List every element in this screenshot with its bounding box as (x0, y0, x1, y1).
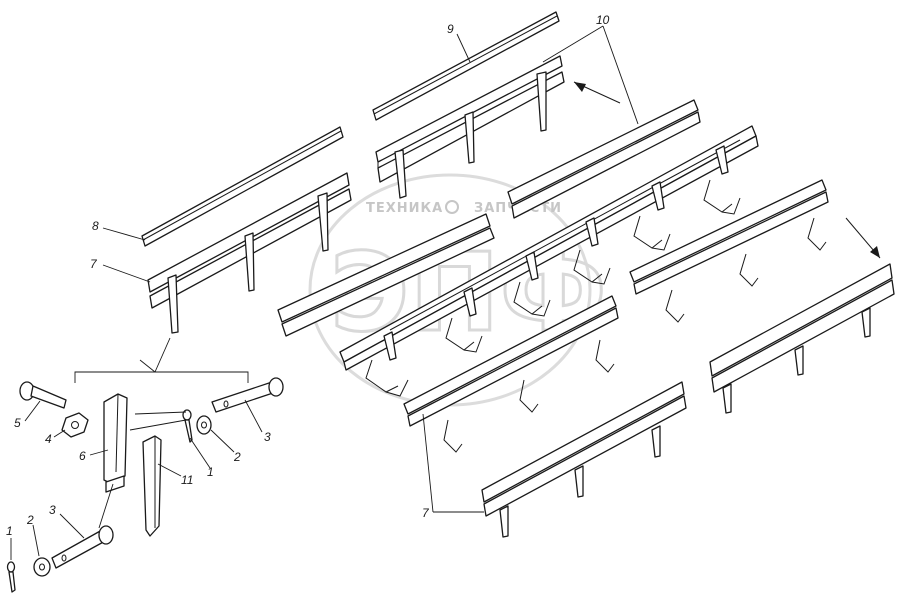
callout-7-left: 7 (90, 257, 98, 271)
part-8-plank (141, 126, 344, 247)
part-9-plank (372, 11, 560, 121)
callout-8: 8 (92, 219, 99, 233)
assembly-arrows (573, 81, 881, 259)
bench-right (629, 179, 829, 323)
callout-5: 5 (14, 416, 21, 430)
part-6-channel-stake (103, 393, 128, 493)
callout-2-top: 2 (233, 450, 241, 464)
callout-1-bottom: 1 (6, 524, 13, 538)
callout-7-bottom: 7 (422, 506, 430, 520)
gear-icon (445, 200, 459, 214)
callouts: 9 10 8 7 7 5 4 6 1 2 3 11 1 2 3 (6, 13, 610, 538)
part-11-stake (142, 435, 162, 537)
part-2-washer-bottom (33, 557, 51, 577)
callout-6: 6 (79, 449, 86, 463)
callout-3-top: 3 (264, 430, 271, 444)
part-7-side-board-bottom (481, 381, 687, 538)
bracket-leader (74, 337, 249, 383)
part-2-washer-top (196, 415, 212, 435)
part-3-pin-top (211, 377, 284, 413)
part-1-cotter-pin-top (182, 409, 193, 443)
callout-4: 4 (45, 432, 52, 446)
part-3-pin-bottom (51, 525, 114, 569)
part-10-side-board (375, 55, 565, 199)
part-1-cotter-pin-bottom (6, 561, 16, 593)
callout-11: 11 (181, 473, 193, 487)
leader-lines (10, 25, 639, 560)
bench-front (403, 295, 619, 453)
part-7-side-board-left (147, 172, 352, 334)
callout-2-bottom: 2 (26, 513, 34, 527)
part-4-nut (61, 412, 89, 438)
callout-1-top: 1 (207, 465, 214, 479)
part-5-bolt (19, 381, 67, 409)
watermark-text-left: ТЕХНИКА (366, 201, 443, 216)
callout-9: 9 (447, 22, 454, 36)
callout-10: 10 (596, 13, 610, 27)
side-board-right (709, 263, 895, 414)
callout-3-bottom: 3 (49, 503, 56, 517)
assembled-body-center (277, 99, 759, 397)
